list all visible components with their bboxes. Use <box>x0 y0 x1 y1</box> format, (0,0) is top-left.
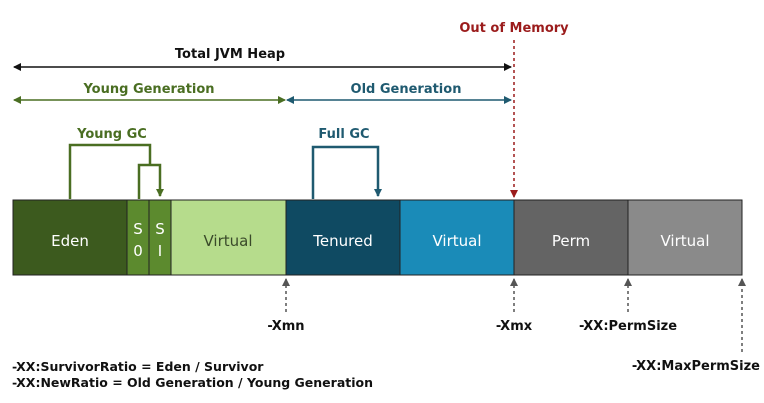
out-of-memory-label: Out of Memory <box>459 21 569 36</box>
xmx-label: -Xmx <box>496 319 533 334</box>
perm-segment <box>513 199 629 276</box>
full-gc-arrow <box>311 145 382 199</box>
perm-virtual-label: Virtual <box>660 232 709 250</box>
old-virtual-label: Virtual <box>432 232 481 250</box>
young-virtual-segment <box>170 199 287 276</box>
perm-virtual-segment <box>627 199 743 276</box>
s0-label-top: S <box>133 220 143 238</box>
young-gc-bracket <box>68 143 152 199</box>
total-heap-label: Total JVM Heap <box>175 47 285 62</box>
s0-label-bottom: 0 <box>133 242 143 260</box>
young-gc-survivor-arrow <box>137 163 164 199</box>
perm-size-label: -XX:PermSize <box>579 319 677 334</box>
xmn-label: -Xmn <box>267 319 304 334</box>
new-ratio-note: -XX:NewRatio = Old Generation / Young Ge… <box>12 375 373 390</box>
max-perm-size-label: -XX:MaxPermSize <box>632 359 760 374</box>
old-generation-label: Old Generation <box>351 82 462 97</box>
eden-segment <box>12 199 128 276</box>
full-gc-label: Full GC <box>318 127 369 142</box>
young-generation-label: Young Generation <box>82 82 214 97</box>
perm-label: Perm <box>552 232 590 250</box>
tenured-label: Tenured <box>312 232 372 250</box>
s1-label-top: S <box>155 220 165 238</box>
heap-bar <box>12 199 743 276</box>
old-virtual-segment <box>399 199 515 276</box>
eden-label: Eden <box>51 232 89 250</box>
young-gc-label: Young GC <box>76 127 147 142</box>
survivor-ratio-note: -XX:SurvivorRatio = Eden / Survivor <box>12 359 264 374</box>
young-virtual-label: Virtual <box>203 232 252 250</box>
s1-label-bottom: I <box>158 242 162 260</box>
